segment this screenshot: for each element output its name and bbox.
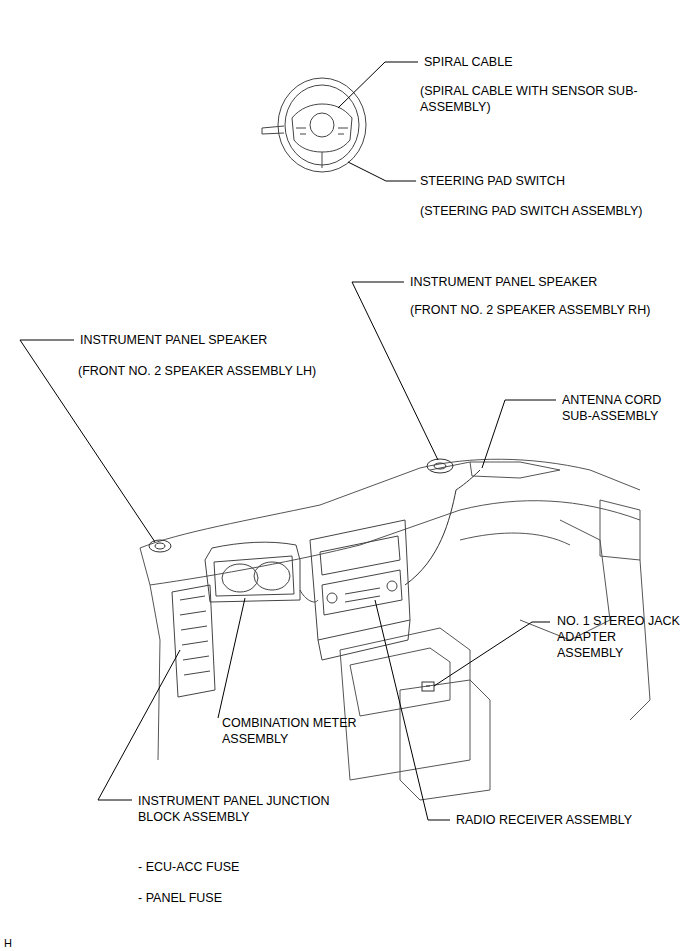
instrument-panel xyxy=(140,459,650,760)
part-name: INSTRUMENT PANEL SPEAKER xyxy=(410,274,597,290)
steering-wheel xyxy=(262,78,366,172)
part-number-name: (SPIRAL CABLE WITH SENSOR SUB-ASSEMBLY) xyxy=(420,83,655,115)
part-number-name: (FRONT NO. 2 SPEAKER ASSEMBLY RH) xyxy=(410,302,650,318)
fuse-note: - PANEL FUSE xyxy=(138,890,222,906)
part-number-name: (FRONT NO. 2 SPEAKER ASSEMBLY LH) xyxy=(78,363,316,379)
radio-receiver xyxy=(310,520,410,660)
page-mark: H xyxy=(4,935,12,951)
part-name: ANTENNA CORD SUB-ASSEMBLY xyxy=(562,392,684,424)
part-name: NO. 1 STEREO JACK ADAPTER ASSEMBLY xyxy=(557,613,685,661)
fuse-note: - ECU-ACC FUSE xyxy=(138,859,239,875)
part-name: COMBINATION METER ASSEMBLY xyxy=(222,715,382,747)
combination-meter xyxy=(205,542,318,602)
part-name: SPIRAL CABLE xyxy=(424,54,512,70)
antenna-cord xyxy=(405,470,480,585)
part-name: INSTRUMENT PANEL SPEAKER xyxy=(80,332,267,348)
part-name: INSTRUMENT PANEL JUNCTION BLOCK ASSEMBLY xyxy=(138,793,368,825)
center-console xyxy=(340,628,490,800)
speaker xyxy=(149,459,453,552)
junction-block xyxy=(172,585,215,697)
part-number-name: (STEERING PAD SWITCH ASSEMBLY) xyxy=(420,203,643,219)
part-name: RADIO RECEIVER ASSEMBLY xyxy=(456,812,632,828)
stereo-jack xyxy=(422,682,434,691)
part-name: STEERING PAD SWITCH xyxy=(420,173,565,189)
